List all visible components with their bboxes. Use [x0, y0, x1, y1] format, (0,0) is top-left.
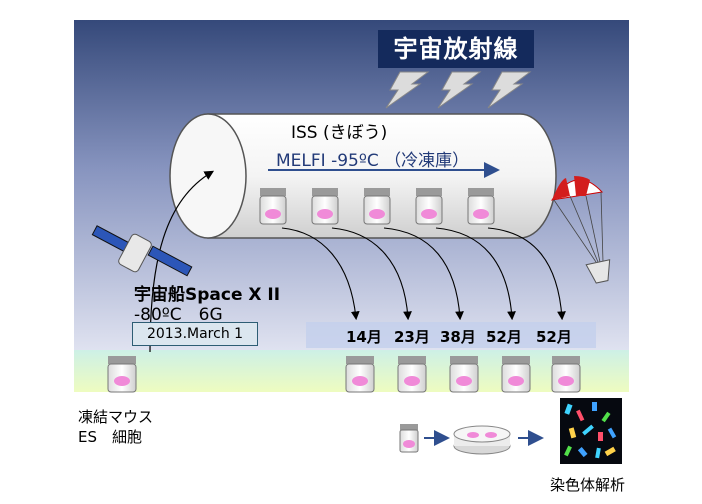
- culture-dish-icon: [453, 425, 511, 455]
- iss-label: ISS (きぼう): [291, 123, 388, 143]
- iss-vials: [259, 188, 495, 225]
- month-label: 23月: [394, 328, 430, 346]
- ground-vials: [107, 356, 581, 393]
- vial-icon: [259, 188, 287, 225]
- transfer-arrows: [281, 227, 566, 321]
- melfi-label: MELFI -95ºC （冷凍庫）: [276, 151, 470, 171]
- vial-icon: [397, 356, 427, 393]
- parachute-icon: [550, 176, 611, 284]
- launch-arrow: [149, 170, 215, 353]
- spaceship-name: 宇宙船Space X II: [134, 285, 281, 305]
- satellite-icon: [91, 225, 193, 277]
- sample-label-line2: ES 細胞: [78, 428, 142, 446]
- vial-icon: [415, 188, 443, 225]
- vial-icon: [345, 356, 375, 393]
- process-vial-icon: [399, 424, 419, 453]
- chromosome-image: [560, 398, 622, 464]
- launch-date-box: 2013.March 1: [132, 322, 258, 346]
- spaceship-conditions: -80ºC 6G: [134, 305, 223, 325]
- month-label: 14月: [346, 328, 382, 346]
- sample-label-line1: 凍結マウス: [78, 408, 154, 426]
- vial-icon: [551, 356, 581, 393]
- vial-icon: [363, 188, 391, 225]
- month-label: 52月: [536, 328, 572, 346]
- vial-icon: [311, 188, 339, 225]
- vial-icon: [449, 356, 479, 393]
- vial-icon: [467, 188, 495, 225]
- radiation-bolt-icons: [385, 71, 532, 109]
- iss-cylinder-end: [169, 113, 247, 239]
- month-label: 52月: [486, 328, 522, 346]
- chromosome-analysis-label: 染色体解析: [550, 476, 626, 494]
- vial-icon: [501, 356, 531, 393]
- cosmic-radiation-title: 宇宙放射線: [378, 30, 534, 68]
- month-bar: [306, 322, 596, 348]
- month-label: 38月: [440, 328, 476, 346]
- vial-icon: [107, 356, 137, 393]
